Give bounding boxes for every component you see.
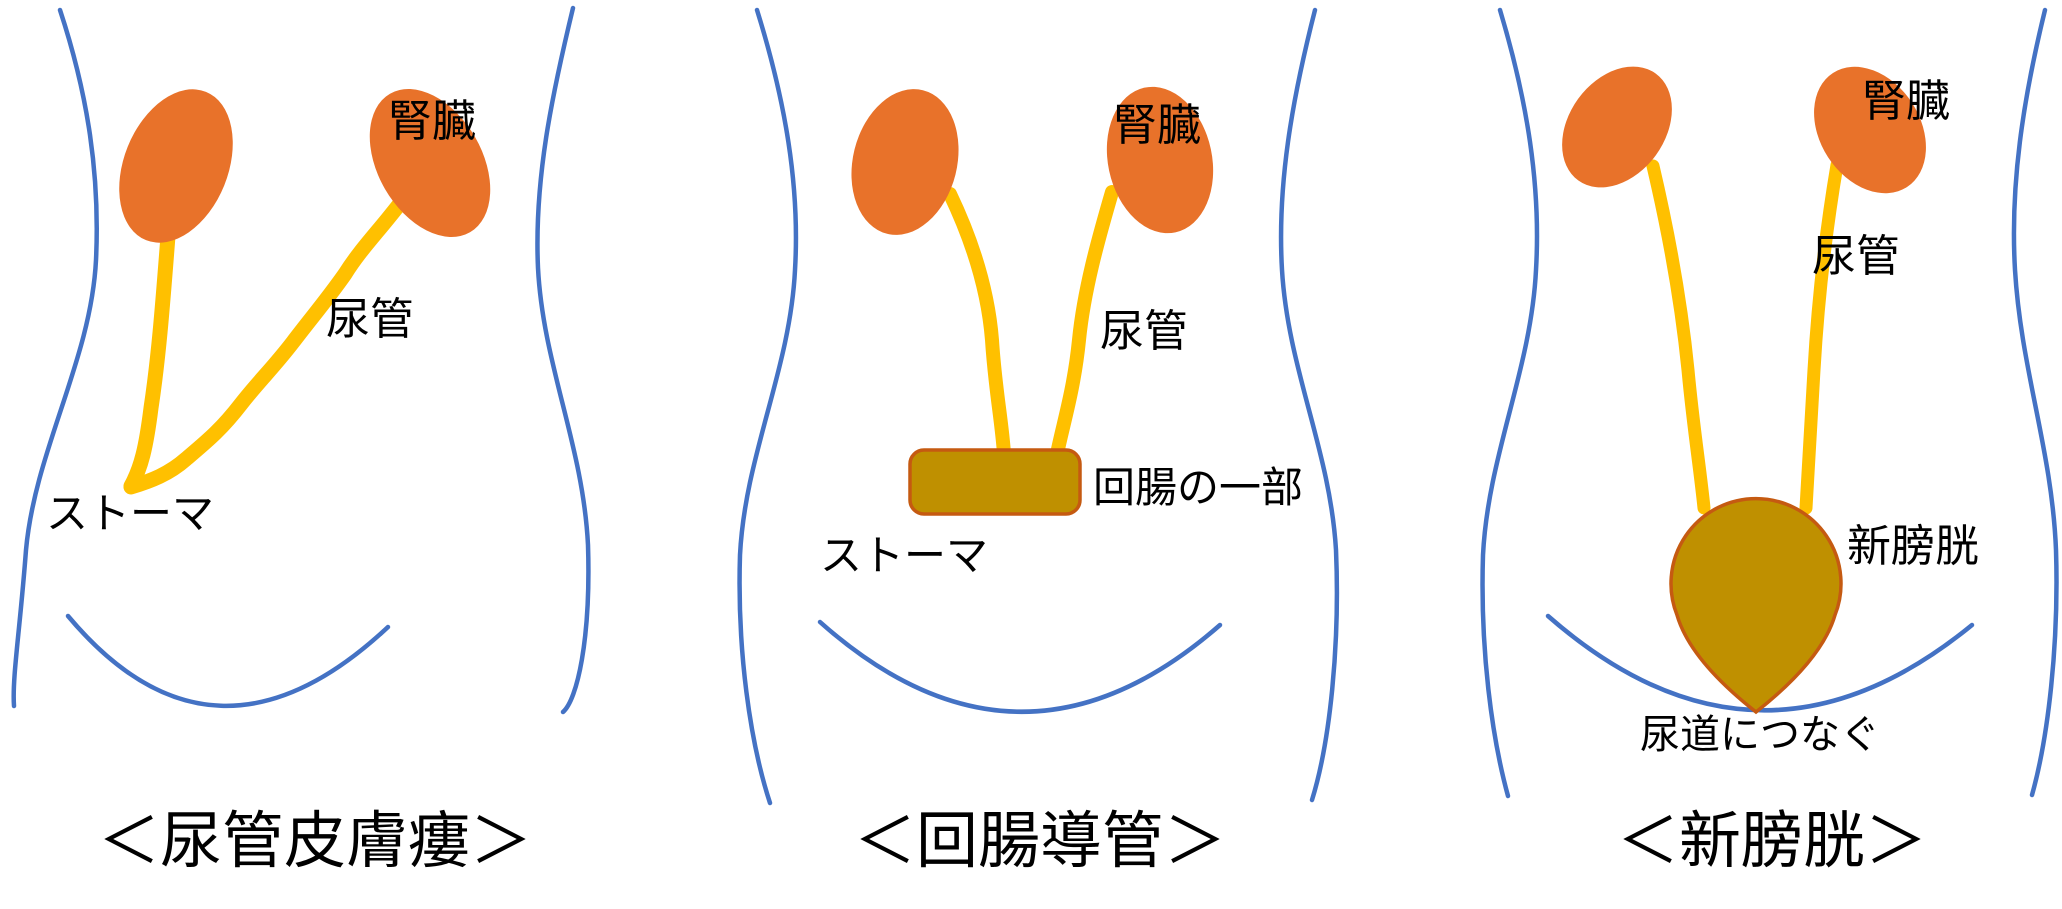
ureter-right [1050,185,1119,461]
ureter-right [123,198,406,495]
pelvis-curve [817,619,1223,714]
ureter-left [123,228,176,494]
torso-left-outline [11,7,99,709]
stoma-label: ストーマ [820,532,988,579]
kidney-label: 腎臓 [1113,101,1201,150]
torso-right-outline [2011,7,2059,798]
kidney-right [1814,66,1926,194]
kidney-right [369,89,491,237]
torso-right-outline [1278,7,1340,803]
panel-ileal-conduit: 腎臓 尿管 回腸の一部 ストーマ ＜回腸導管＞ [737,7,1340,876]
ureter-label: 尿管 [326,295,414,344]
ureter-label: 尿管 [1100,307,1188,356]
ureter-left [943,187,1011,461]
panel-caption: ＜回腸導管＞ [854,807,1226,876]
neobladder-shape [1669,496,1843,715]
panel-caption: ＜尿管皮膚瘻＞ [98,807,532,876]
pelvis-curve [65,613,391,709]
kidney-right [1106,86,1214,234]
urethra-connection-label: 尿道につなぐ [1640,713,1880,757]
kidney-left [1562,66,1672,188]
kidney-left [119,89,233,243]
ureter-right [1799,158,1844,515]
panel-neobladder: 腎臓 尿管 新膀胱 尿道につなぐ ＜新膀胱＞ [1480,7,2059,876]
torso-left-outline [737,7,799,806]
ileal-conduit-shape [908,448,1082,516]
ileum-segment-label: 回腸の一部 [1093,464,1303,511]
neobladder-label: 新膀胱 [1847,522,1979,571]
kidney-label: 腎臓 [1862,77,1950,126]
ureter-left [1646,159,1711,515]
stoma-label: ストーマ [46,490,214,537]
torso-right-outline [535,5,591,715]
kidney-left [851,89,959,235]
torso-left-outline [1480,7,1540,799]
kidney-label: 腎臓 [388,97,476,146]
panel-ureterocutaneostomy: 腎臓 尿管 ストーマ ＜尿管皮膚瘻＞ [11,5,591,876]
panel-caption: ＜新膀胱＞ [1617,807,1927,876]
ureter-label: 尿管 [1812,232,1900,281]
